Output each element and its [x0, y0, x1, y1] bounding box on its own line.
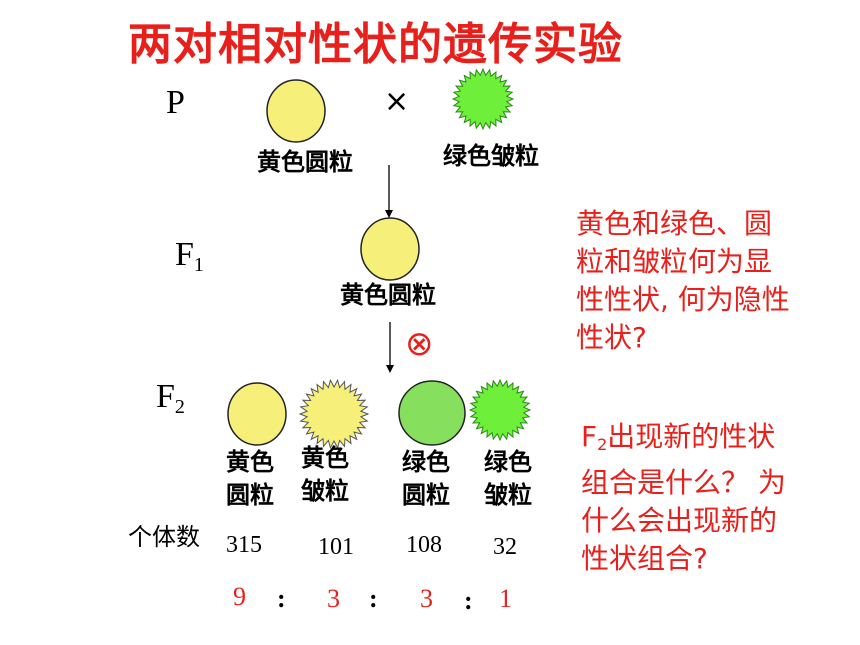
f2-phenotype-label: 黄色圆粒	[226, 448, 274, 509]
question-dominance: 黄色和绿色、圆 粒和皱粒何为显 性性状, 何为隐性 性状?	[576, 207, 790, 354]
ratio-value: 3	[327, 584, 340, 613]
generation-p-label: P	[166, 84, 185, 121]
count-value: 108	[406, 532, 442, 558]
count-label: 个体数	[128, 523, 200, 551]
ratio-value: 9	[233, 582, 246, 611]
f2-yellow-wrinkled-seed	[298, 378, 370, 450]
f1-label: 黄色圆粒	[340, 281, 436, 309]
f2-phenotype-label: 黄色皱粒	[301, 444, 349, 505]
cross-symbol: ×	[384, 84, 410, 119]
f2-phenotype-label: 绿色圆粒	[402, 448, 450, 509]
parent-left-label: 黄色圆粒	[257, 148, 353, 176]
count-value: 32	[493, 534, 517, 560]
f2-green-round-seed	[398, 380, 466, 446]
count-value: 101	[318, 534, 354, 560]
arrow-p-to-f1-head	[385, 210, 393, 218]
yellow-round-seed-f1	[360, 217, 420, 281]
arrow-f1-to-f2-head	[386, 365, 394, 373]
f2-yellow-round-seed	[227, 382, 287, 446]
green-wrinkled-seed-p	[451, 67, 515, 131]
selfing-symbol: ⊗	[405, 324, 434, 364]
generation-f1-label: F1	[175, 236, 204, 276]
parent-right-label: 绿色皱粒	[443, 142, 539, 170]
ratio-value: 3	[420, 584, 433, 613]
page-title: 两对相对性状的遗传实验	[128, 19, 623, 70]
ratio-separator: :	[369, 584, 378, 613]
ratio-value: 1	[499, 584, 512, 613]
question-new-combination: F2出现新的性状 组合是什么？ 为 什么会出现新的 性状组合?	[581, 420, 786, 575]
ratio-separator: :	[277, 584, 286, 613]
ratio-separator: :	[464, 586, 473, 615]
count-value: 315	[226, 532, 262, 558]
f2-green-wrinkled-seed	[468, 378, 532, 442]
yellow-round-seed-p	[266, 79, 326, 143]
generation-f2-label: F2	[156, 378, 185, 418]
f2-phenotype-label: 绿色皱粒	[484, 448, 532, 509]
